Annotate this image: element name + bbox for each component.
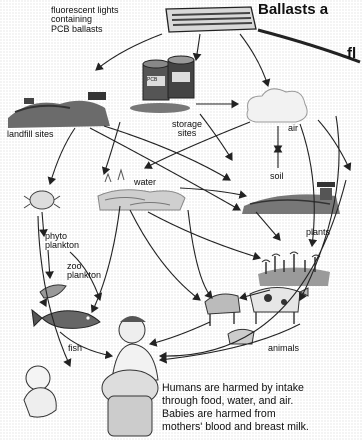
label-plants: plants xyxy=(306,228,330,237)
caption-line: Babies are harmed from xyxy=(162,408,362,421)
label-fish: fish xyxy=(68,344,82,353)
label-line: PCB ballasts xyxy=(51,25,119,34)
label-line: plankton xyxy=(45,241,79,250)
caption-line: mothers' blood and breast milk. xyxy=(162,421,362,434)
label-fluorescent-lights: fluorescent lights containing PCB ballas… xyxy=(51,6,119,34)
barrel-label: PCB xyxy=(147,78,157,83)
label-landfill-sites: landfill sites xyxy=(7,130,54,139)
caption-line: Humans are harmed by intake xyxy=(162,382,362,395)
caption: Humans are harmed by intake through food… xyxy=(162,382,362,434)
label-air: air xyxy=(288,124,298,133)
label-animals: animals xyxy=(268,344,299,353)
label-storage-sites: storage sites xyxy=(172,120,202,139)
title-fragment: Ballasts a xyxy=(258,2,328,18)
fluorescent-light-icon xyxy=(166,7,256,32)
caption-line: through food, water, and air. xyxy=(162,395,362,408)
label-line: plankton xyxy=(67,271,101,280)
label-line: sites xyxy=(172,129,202,138)
label-zooplankton: zoo plankton xyxy=(67,262,101,281)
label-soil: soil xyxy=(270,172,284,181)
label-water: water xyxy=(134,178,156,187)
label-phytoplankton: phyto plankton xyxy=(45,232,79,251)
side-title-fragment: fl xyxy=(347,46,356,62)
